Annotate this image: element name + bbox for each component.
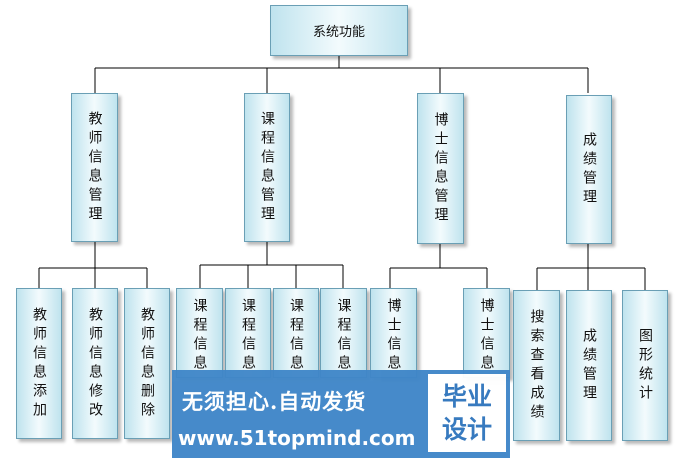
root-node: 系统功能 — [270, 5, 408, 56]
leaf-label: 图形统计 — [637, 327, 653, 404]
watermark-badge-line1: 毕业 — [441, 382, 492, 411]
leaf-label: 博士信息 — [385, 298, 402, 374]
leaf-label: 课程信息 — [240, 298, 256, 374]
leaf-label: 博士信息 — [478, 298, 495, 374]
watermark-banner: 无须担心.自动发货 www.51topmind.com 毕业 设计 — [172, 370, 510, 458]
leaf-label: 课程信息 — [335, 298, 352, 374]
leaf-label: 课程信息 — [191, 298, 208, 374]
leaf-node: 图形统计 — [622, 290, 668, 441]
category-node-course: 课程信息管理 — [244, 93, 290, 242]
watermark-badge: 毕业 设计 — [428, 374, 506, 452]
category-node-grades: 成绩管理 — [566, 95, 612, 244]
category-node-teacher: 教师信息管理 — [71, 93, 118, 242]
leaf-node: 教师信息删除 — [124, 288, 170, 439]
category-label: 博士信息管理 — [432, 111, 449, 226]
category-node-phd: 博士信息管理 — [417, 93, 464, 244]
leaf-label: 教师信息添加 — [31, 306, 47, 421]
leaf-node: 课程信息 — [225, 288, 271, 378]
watermark-badge-line2: 设计 — [441, 415, 492, 444]
leaf-node: 教师信息添加 — [16, 288, 62, 439]
leaf-node: 课程信息 — [273, 288, 319, 378]
category-label: 教师信息管理 — [86, 110, 103, 225]
root-label: 系统功能 — [312, 25, 365, 40]
leaf-node: 成绩管理 — [566, 290, 612, 441]
category-label: 成绩管理 — [581, 131, 597, 208]
watermark-url: www.51topmind.com — [178, 426, 416, 450]
leaf-label: 教师信息修改 — [87, 306, 103, 421]
leaf-node: 教师信息修改 — [72, 288, 118, 439]
leaf-node: 博士信息 — [463, 288, 510, 378]
leaf-node: 博士信息 — [370, 288, 417, 378]
category-label: 课程信息管理 — [259, 110, 275, 225]
leaf-node: 搜索查看成绩 — [513, 290, 560, 441]
watermark-slogan: 无须担心.自动发货 — [182, 389, 367, 414]
leaf-node: 课程信息 — [320, 288, 367, 378]
leaf-label: 成绩管理 — [581, 327, 597, 404]
leaf-node: 课程信息 — [176, 288, 223, 378]
leaf-label: 课程信息 — [288, 298, 304, 374]
leaf-label: 搜索查看成绩 — [528, 308, 545, 423]
leaf-label: 教师信息删除 — [139, 306, 155, 421]
